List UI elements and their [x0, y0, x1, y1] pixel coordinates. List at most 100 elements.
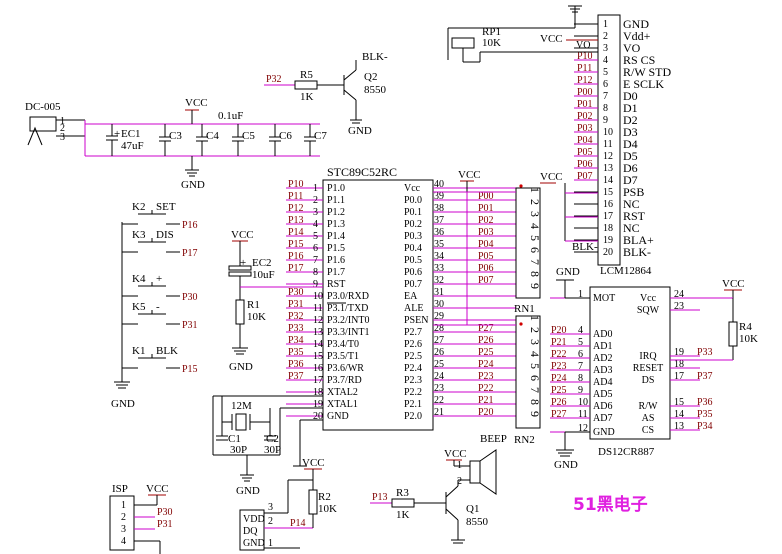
lcd-pin-net: P06	[577, 159, 593, 170]
mcu-pin-number: 4	[313, 219, 318, 230]
rn-digit: 6	[528, 247, 542, 253]
rtc-pin-net: P26	[551, 397, 567, 408]
mcu-pin-number: 34	[434, 251, 444, 262]
lcd-pin-net: P05	[577, 147, 593, 158]
svg-text:4: 4	[121, 536, 126, 547]
rn-digit: 9	[528, 283, 542, 289]
rtc-pin-label: AD5	[593, 389, 612, 400]
lcd-control-ties: VCC BLK-	[540, 171, 598, 253]
rtc-pin-label: R/W	[639, 401, 658, 412]
lcd-pin-label: VO	[623, 41, 641, 55]
rtc-pin-label: AD3	[593, 365, 612, 376]
mcu-pin-net: P10	[288, 179, 304, 190]
button-net: P15	[182, 364, 198, 375]
mcu-pin-net: P23	[478, 371, 494, 382]
rn1-name: RN1	[514, 303, 535, 315]
mcu-pin-net: P37	[288, 371, 304, 382]
rtc-pin-number: 24	[674, 289, 684, 300]
svg-text:GND: GND	[243, 538, 265, 549]
mcu-pin-net: P31	[288, 299, 304, 310]
lcd-pin-number: 17	[603, 211, 613, 222]
lcd-pin-number: 6	[603, 79, 608, 90]
gnd-label: GND	[181, 179, 205, 191]
lcd-pin-label: D7	[623, 173, 638, 187]
rn2-name: RN2	[514, 434, 535, 446]
r4-ref: R4	[739, 321, 752, 333]
mcu-name: STC89C52RC	[327, 165, 397, 179]
rtc-pin-number: 14	[674, 409, 684, 420]
mcu-pin-number: 14	[313, 339, 323, 350]
lcd-pin-label: D4	[623, 137, 638, 151]
svg-text:VO: VO	[576, 40, 590, 51]
rtc-pin-net: P34	[697, 421, 713, 432]
mcu-pin-label: P0.3	[404, 231, 422, 242]
ec1-ref: EC1	[121, 128, 141, 140]
lcd-pin-label: BLA+	[623, 233, 654, 247]
lcd-pin-net: P00	[577, 87, 593, 98]
rtc-pin-number: 8	[578, 373, 583, 384]
mcu-pin-net: P06	[478, 263, 494, 274]
lcd-pin-label: D1	[623, 101, 638, 115]
mcu-pin-number: 3	[313, 207, 318, 218]
rp1-value: 10K	[482, 37, 501, 49]
mcu-pin-number: 18	[313, 387, 323, 398]
mcu-pin-number: 12	[313, 315, 323, 326]
ec1-value: 47uF	[121, 140, 144, 152]
mcu-pin-net: P16	[288, 251, 304, 262]
mcu-pin-net: P26	[478, 335, 494, 346]
rtc-pin-label: DS	[642, 375, 655, 386]
lcd-pin-number: 3	[603, 43, 608, 54]
mcu-pin-number: 25	[434, 359, 444, 370]
button-plus-switch[interactable]: K4+P30	[122, 273, 198, 303]
cap-ref: C7	[314, 130, 327, 142]
mcu-pin-label: EA	[404, 291, 418, 302]
lcd-pin-number: 12	[603, 151, 613, 162]
rtc-pin-number: 5	[578, 337, 583, 348]
mcu-pin-number: 20	[313, 411, 323, 422]
button-minus-switch[interactable]: K5-P31	[122, 301, 198, 331]
rtc-pin-label: AD0	[593, 329, 612, 340]
svg-text:VDD: VDD	[243, 514, 265, 525]
r5-value: 1K	[300, 91, 314, 103]
mcu-pin-label: P2.6	[404, 339, 422, 350]
svg-text:DQ: DQ	[243, 526, 258, 537]
lcd-pin-label: BLK-	[623, 245, 651, 259]
mcu-pin-number: 19	[313, 399, 323, 410]
mcu-pin-number: 28	[434, 323, 444, 334]
button-net: P17	[182, 248, 198, 259]
rtc-pin-net: P24	[551, 373, 567, 384]
mcu-pin-label: ALE	[404, 303, 423, 314]
mcu-pin-label: P3.7/RD	[327, 375, 362, 386]
rtc-pin-label: IRQ	[639, 351, 657, 362]
vcc-label: VCC	[540, 33, 563, 45]
lcd-pin-number: 16	[603, 199, 613, 210]
svg-text:2: 2	[60, 123, 65, 134]
lcd-pin-label: RST	[623, 209, 646, 223]
lcd-pin-label: NC	[623, 197, 640, 211]
lcd-pin-number: 18	[603, 223, 613, 234]
mcu-pin-net: P25	[478, 347, 494, 358]
net-p30: P30	[157, 507, 173, 518]
svg-text:2: 2	[457, 476, 462, 487]
rtc-pin-label: AD2	[593, 353, 612, 364]
rtc-pin-number: 7	[578, 361, 583, 372]
lcd-pin-label: RS CS	[623, 53, 655, 67]
mcu-pin-net: P34	[288, 335, 304, 346]
rtc-name: DS12CR887	[598, 446, 655, 458]
mcu-pin-net: P13	[288, 215, 304, 226]
cap-ref: C4	[206, 130, 219, 142]
rtc-pin-number: 1	[578, 289, 583, 300]
rtc-pin-net: P37	[697, 371, 713, 382]
rtc-pin-net: P21	[551, 337, 567, 348]
ec2-ref: EC2	[252, 257, 272, 269]
lcd-pin-net: P02	[577, 111, 593, 122]
